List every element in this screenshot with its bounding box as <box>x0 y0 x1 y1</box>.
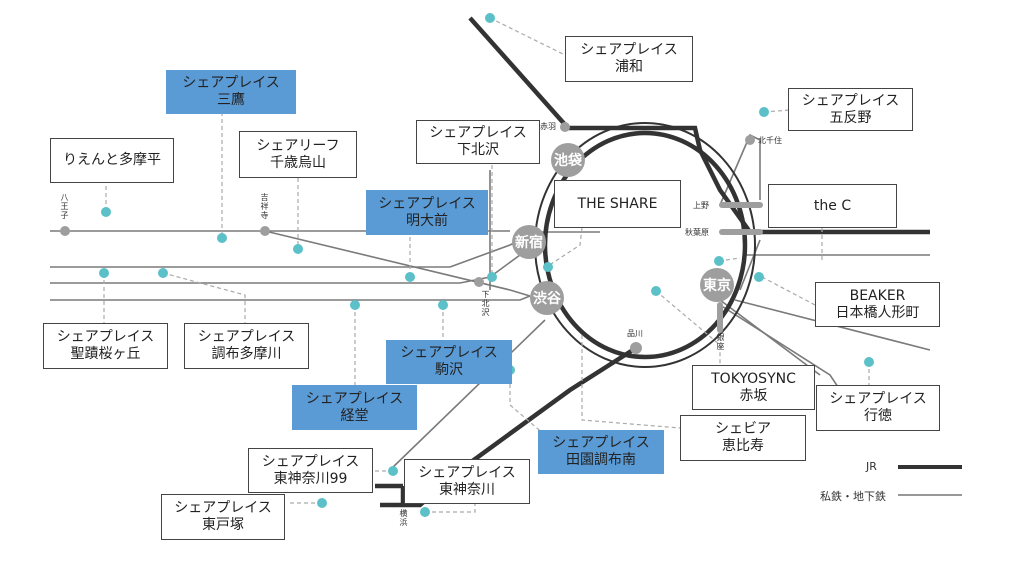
label-share-place-mitaka[interactable]: シェアプレイス 三鷹 <box>166 70 296 114</box>
label-line1: シェアプレイス <box>429 125 527 142</box>
label-share-place-urawa[interactable]: シェアプレイス 浦和 <box>565 36 693 82</box>
label-line1: りえんと多摩平 <box>63 152 161 169</box>
station-label-shimokitazawa: 下北沢 <box>481 290 490 317</box>
label-line1: THE SHARE <box>577 195 658 212</box>
label-line1: シェアプレイス <box>305 390 404 407</box>
label-share-place-gyotoku[interactable]: シェアプレイス 行徳 <box>816 385 940 431</box>
station-label-hachioji: 八王子 <box>60 193 69 220</box>
label-share-place-higashikanagawa[interactable]: シェアプレイス 東神奈川 <box>404 459 530 504</box>
label-line1: シェアプレイス <box>261 453 360 470</box>
station-label-shinagawa: 品川 <box>627 329 643 338</box>
label-line2: 調布多摩川 <box>211 346 282 362</box>
label-line1: シェアプレイス <box>400 345 498 362</box>
label-line1: シェアプレイス <box>182 75 280 92</box>
label-line1: シェアプレイス <box>378 195 476 212</box>
label-line2: 日本橋人形町 <box>835 304 920 321</box>
label-line1: シェアプレイス <box>552 435 650 452</box>
station-label-yokohama: 横浜 <box>399 509 408 527</box>
label-line2: 千歳烏山 <box>270 154 326 171</box>
station-label-kitasenju: 北千住 <box>758 136 782 145</box>
label-rien-tamadaira[interactable]: りえんと多摩平 <box>50 138 174 183</box>
station-label-akabane: 赤羽 <box>540 122 556 131</box>
label-line1: シェアプレイス <box>801 92 900 109</box>
label-line1: シェアプレイス <box>829 391 927 408</box>
label-line2: 田園調布南 <box>566 452 636 468</box>
label-share-place-meidaimae[interactable]: シェアプレイス 明大前 <box>366 190 488 235</box>
label-share-place-shimokita[interactable]: シェアプレイス 下北沢 <box>416 120 540 164</box>
label-share-place-seiseki[interactable]: シェアプレイス 聖蹟桜ヶ丘 <box>43 323 168 369</box>
label-line1: シェアプレイス <box>197 329 296 346</box>
label-share-place-kyodo[interactable]: シェアプレイス 経堂 <box>292 385 417 430</box>
label-beaker[interactable]: BEAKER 日本橋人形町 <box>815 282 940 327</box>
station-shinjuku[interactable]: 新宿 <box>512 225 546 259</box>
label-line2: 下北沢 <box>457 142 499 158</box>
label-line1: シェアリーフ <box>256 137 340 154</box>
label-line2: 東神奈川 <box>439 481 495 498</box>
label-line1: the C <box>813 197 852 214</box>
label-line2: 行徳 <box>864 408 892 424</box>
station-shibuya[interactable]: 渋谷 <box>530 281 564 315</box>
station-label-ginza: 銀座 <box>716 333 725 351</box>
label-line1: シェアプレイス <box>56 329 155 346</box>
label-line2: 明大前 <box>406 212 448 229</box>
station-label-kichijoji: 吉祥寺 <box>260 193 269 220</box>
station-tokyo[interactable]: 東京 <box>700 268 734 302</box>
label-line2: 聖蹟桜ヶ丘 <box>70 346 141 362</box>
label-the-c[interactable]: the C <box>768 184 897 228</box>
label-line2: 赤坂 <box>739 387 768 404</box>
label-line2: 東戸塚 <box>202 517 244 533</box>
label-line2: 東神奈川99 <box>273 470 348 487</box>
label-line1: シェアプレイス <box>174 500 272 517</box>
label-line2: 五反野 <box>829 109 872 126</box>
station-label-ueno: 上野 <box>693 201 709 210</box>
label-share-place-gotanno[interactable]: シェアプレイス 五反野 <box>788 88 913 131</box>
label-line2: 駒沢 <box>435 362 463 378</box>
label-line1: シェアプレイス <box>418 464 516 481</box>
label-line2: 三鷹 <box>217 92 245 108</box>
label-line1: TOKYOSYNC <box>711 370 796 387</box>
station-label-akihabara: 秋葉原 <box>685 228 709 237</box>
label-share-place-denen[interactable]: シェアプレイス 田園調布南 <box>538 430 664 474</box>
label-share-place-chofu[interactable]: シェアプレイス 調布多摩川 <box>184 323 309 369</box>
label-shevia[interactable]: シェビア 恵比寿 <box>680 415 806 461</box>
label-line1: シェアプレイス <box>580 42 678 59</box>
label-share-place-komazawa[interactable]: シェアプレイス 駒沢 <box>386 340 512 384</box>
label-the-share[interactable]: THE SHARE <box>554 180 681 228</box>
legend-private-label: 私鉄・地下鉄 <box>820 490 886 503</box>
legend-jr-label: JR <box>866 460 877 473</box>
label-share-place-totsuka[interactable]: シェアプレイス 東戸塚 <box>161 494 285 540</box>
label-line1: BEAKER <box>849 287 906 304</box>
label-line1: シェビア <box>715 421 771 438</box>
label-line2: 恵比寿 <box>722 438 764 454</box>
label-tokyosync[interactable]: TOKYOSYNC 赤坂 <box>692 365 815 410</box>
label-line2: 浦和 <box>615 59 643 75</box>
label-share-place-higashikanagawa99[interactable]: シェアプレイス 東神奈川99 <box>248 448 373 493</box>
label-line2: 経堂 <box>340 407 369 424</box>
station-ikebukuro[interactable]: 池袋 <box>551 143 585 177</box>
label-share-leaf-chitose[interactable]: シェアリーフ 千歳烏山 <box>239 131 357 178</box>
